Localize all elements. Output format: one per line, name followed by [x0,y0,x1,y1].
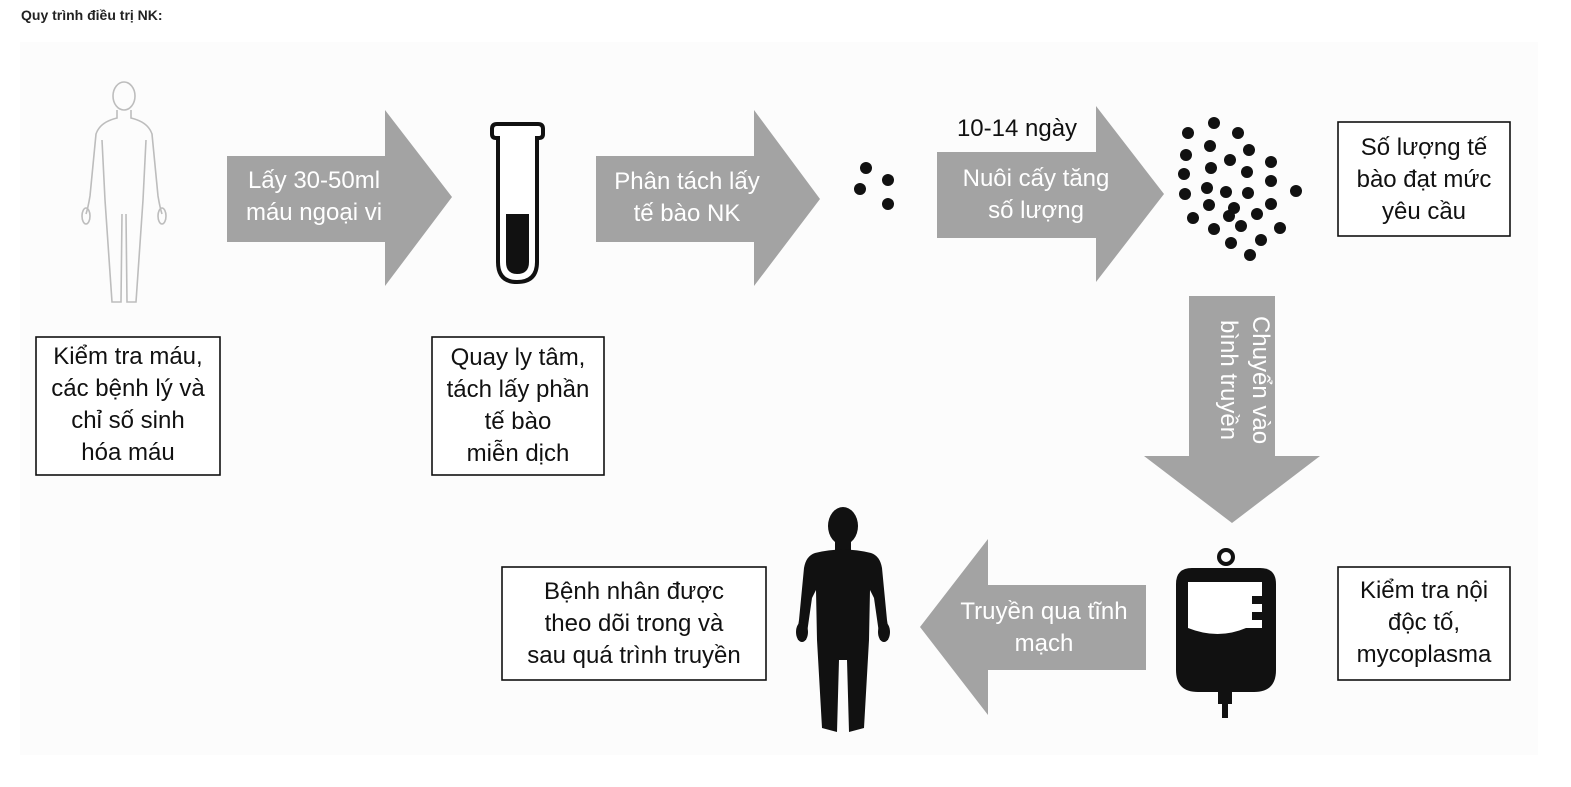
monitoring-line-2: theo dõi trong và [545,610,724,637]
separate-label-line-2: tế bào NK [634,200,741,227]
culture-arrow: Nuôi cấy tăng số lượng [937,106,1164,282]
iv-bag-icon [1176,548,1276,718]
endotoxin-test-box: Kiểm tra nội độc tố, mycoplasma [1337,566,1511,681]
blood-test-box: Kiểm tra máu, các bệnh lý và chỉ số sinh… [35,336,221,476]
transfer-label-line-1: Chuyển vào [1247,316,1274,444]
human-silhouette-icon [796,507,890,732]
monitoring-line-3: sau quá trình truyền [527,642,740,669]
centrifuge-line-3: tế bào [485,408,552,435]
culture-label-line-2: số lượng [988,197,1084,224]
blood-test-line-4: hóa máu [81,439,174,466]
monitoring-line-1: Bệnh nhân được [544,578,724,605]
cell-count-line-2: bào đạt mức [1357,166,1492,193]
test-tube-icon [490,122,545,285]
draw-blood-label-line-1: Lấy 30-50ml [248,167,380,194]
culture-label-line-1: Nuôi cấy tăng [963,165,1110,192]
infuse-label-line-2: mạch [1015,630,1074,657]
centrifuge-line-1: Quay ly tâm, [451,344,586,371]
cell-count-line-3: yêu cầu [1382,198,1466,225]
draw-blood-label-line-2: máu ngoại vi [246,199,382,226]
infuse-arrow: Truyền qua tĩnh mạch [920,539,1146,715]
blood-test-line-2: các bệnh lý và [51,375,205,402]
blood-test-line-1: Kiểm tra máu, [53,343,202,370]
duration-label: 10-14 ngày [957,115,1077,142]
draw-blood-arrow: Lấy 30-50ml máu ngoại vi [227,110,452,286]
cell-count-box: Số lượng tế bào đạt mức yêu cầu [1337,121,1511,237]
separate-label-line-1: Phân tách lấy [614,168,759,195]
human-outline-icon [81,81,167,303]
centrifuge-line-4: miễn dịch [467,440,570,467]
cells-many-icon [1178,117,1302,261]
endotoxin-line-1: Kiểm tra nội [1360,577,1488,604]
centrifuge-line-2: tách lấy phần [447,376,590,403]
endotoxin-line-2: độc tố, [1388,609,1460,636]
cell-count-line-1: Số lượng tế [1361,134,1488,161]
cells-few-icon [854,162,894,210]
transfer-arrow: Chuyển vào bình truyền [1144,296,1320,523]
transfer-label-line-2: bình truyền [1215,320,1242,440]
centrifuge-box: Quay ly tâm, tách lấy phần tế bào miễn d… [431,336,605,476]
infuse-label-line-1: Truyền qua tĩnh [960,598,1127,625]
blood-test-line-3: chỉ số sinh [71,407,184,434]
monitoring-box: Bệnh nhân được theo dõi trong và sau quá… [501,566,767,681]
page-title: Quy trình điều trị NK: [21,7,163,23]
endotoxin-line-3: mycoplasma [1357,641,1492,668]
separate-cells-arrow: Phân tách lấy tế bào NK [596,110,820,286]
